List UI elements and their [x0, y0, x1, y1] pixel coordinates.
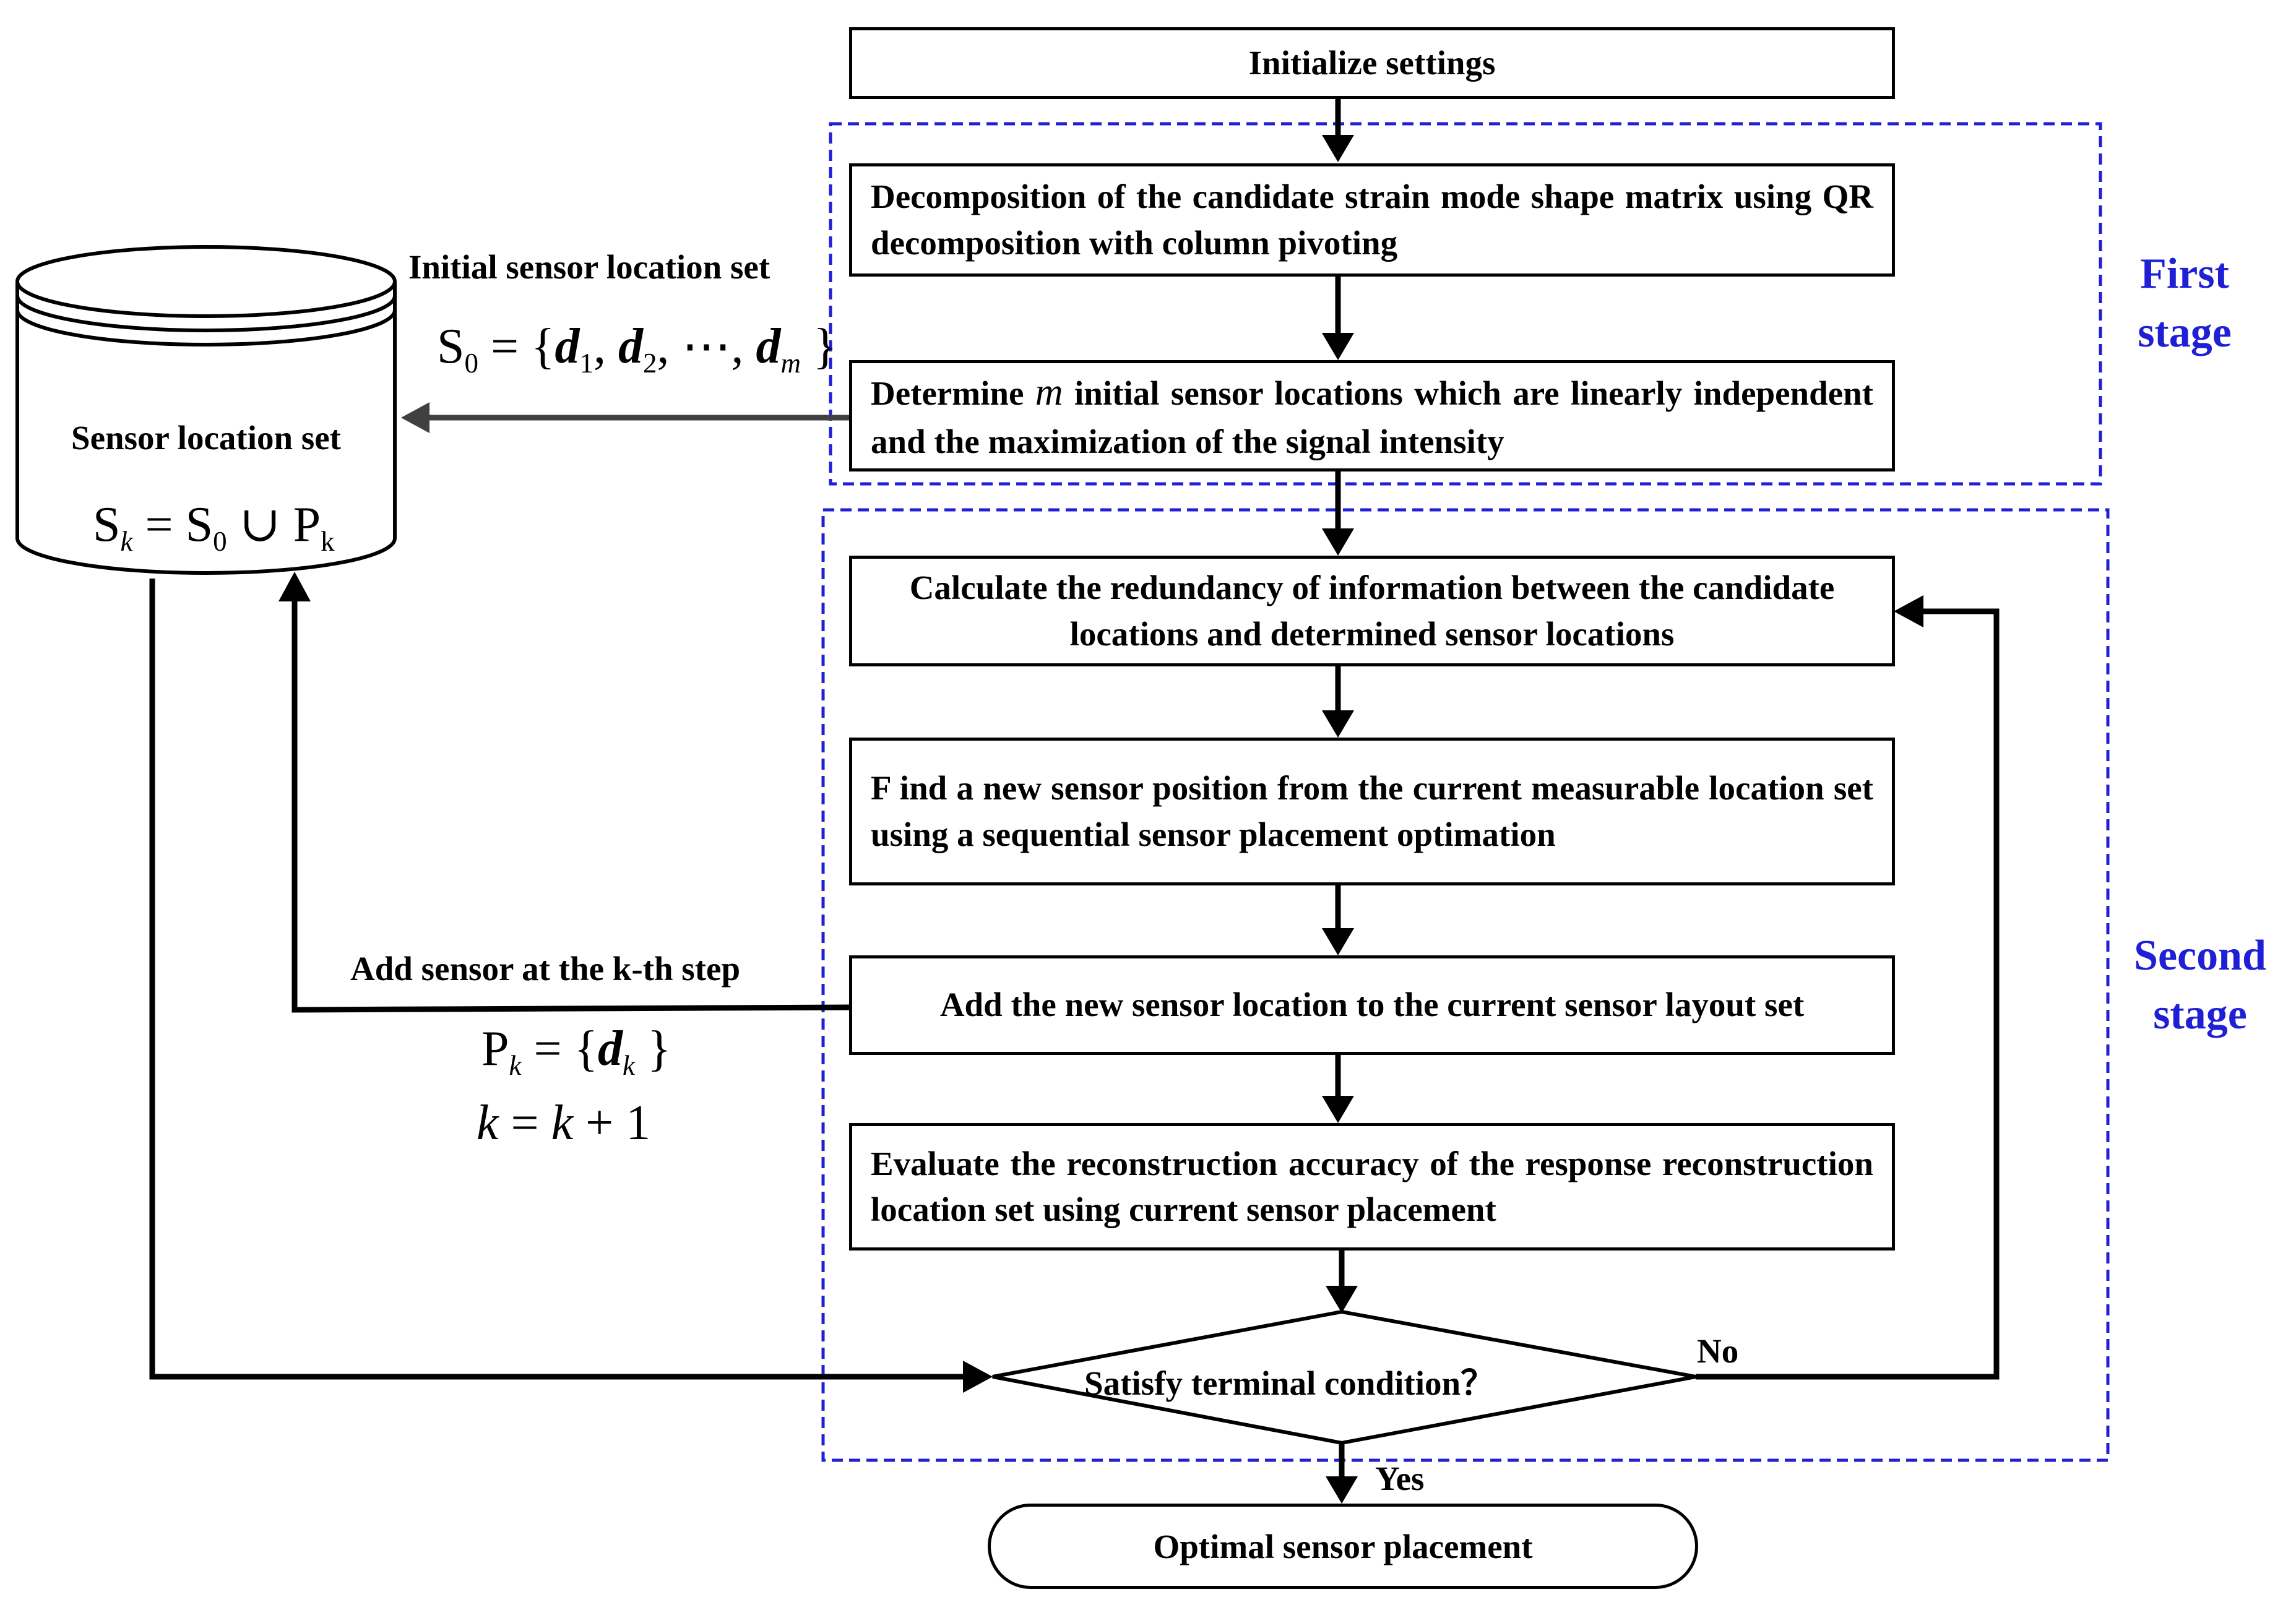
init-text: Initialize settings	[1248, 43, 1496, 82]
initial-set-formula: S0 = {d1, d2, ⋯, dm }	[437, 319, 837, 379]
yes-label: Yes	[1375, 1460, 1425, 1497]
evaluate-box: Evaluate the reconstruction accuracy of …	[849, 1123, 1895, 1251]
add-step-formula: Pk = {dk }	[481, 1022, 671, 1081]
second-stage-border	[821, 508, 2110, 1462]
first-stage-label: First stage	[2138, 250, 2232, 356]
first-stage-border	[829, 122, 2102, 486]
add-step-label: Add sensor at the k-th step	[350, 950, 741, 988]
evaluate-text: Evaluate the reconstruction accuracy of …	[871, 1144, 1873, 1228]
second-stage-label: Second stage	[2134, 932, 2266, 1038]
decision-text: Satisfy terminal condition？	[1084, 1364, 1495, 1402]
qr-box: Decomposition of the candidate strain mo…	[849, 163, 1895, 277]
database-title: Sensor location set	[71, 419, 341, 457]
determine-text: Determine m initial sensor locations whi…	[871, 371, 1874, 460]
find-box: F ind a new sensor position from the cur…	[849, 738, 1895, 885]
find-text: F ind a new sensor position from the cur…	[871, 769, 1873, 853]
terminal-text: Optimal sensor placement	[1153, 1527, 1533, 1565]
no-label: No	[1697, 1332, 1739, 1370]
init-box: Initialize settings	[849, 27, 1895, 99]
redundancy-box: Calculate the redundancy of information …	[849, 556, 1895, 666]
redundancy-text: Calculate the redundancy of information …	[909, 569, 1835, 653]
add-box: Add the new sensor location to the curre…	[849, 955, 1895, 1055]
terminal-box: Optimal sensor placement	[988, 1504, 1698, 1589]
add-text: Add the new sensor location to the curre…	[939, 986, 1805, 1024]
database-formula: Sk = S0 ∪ Pk	[93, 497, 335, 557]
qr-text: Decomposition of the candidate strain mo…	[871, 178, 1873, 262]
k-increment-formula: k = k + 1	[477, 1096, 651, 1150]
determine-box: Determine m initial sensor locations whi…	[849, 360, 1895, 471]
database-cylinder	[15, 245, 397, 575]
initial-set-label: Initial sensor location set	[408, 248, 770, 286]
decision-diamond	[992, 1309, 1696, 1445]
